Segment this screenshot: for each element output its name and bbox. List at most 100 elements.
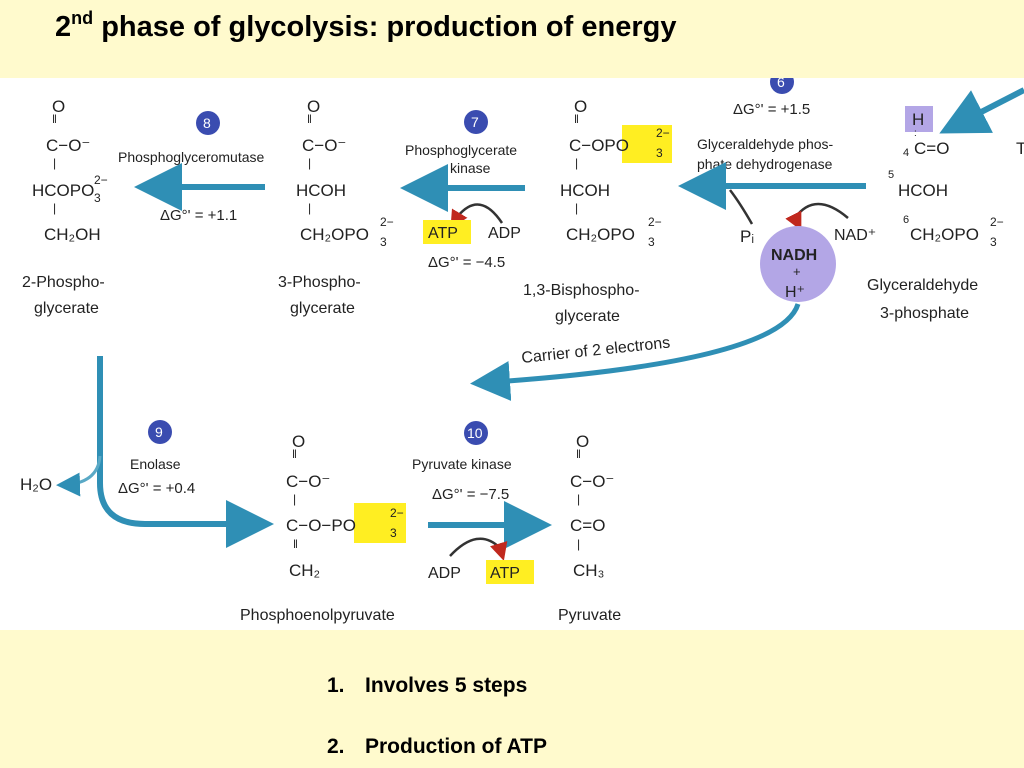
step-6: 6 ΔG°' = +1.5 Glyceraldehyde phos- phate… bbox=[678, 78, 876, 302]
step-8: 8 Phosphoglyceromutase ΔG°' = +1.1 bbox=[118, 111, 265, 224]
svg-text:‖: ‖ bbox=[292, 447, 297, 461]
svg-text:C−O⁻: C−O⁻ bbox=[570, 472, 614, 491]
svg-text:Carrier of 2 electrons: Carrier of 2 electrons bbox=[521, 334, 671, 367]
bullet-item: 2.Production of ATP bbox=[327, 735, 547, 758]
step-8-badge bbox=[196, 111, 220, 135]
step-7: 7 Phosphoglycerate kinase ATP ADP ΔG°' =… bbox=[400, 110, 525, 271]
svg-text:2−: 2− bbox=[380, 215, 394, 229]
svg-text::: : bbox=[914, 128, 917, 139]
svg-text:C−O⁻: C−O⁻ bbox=[302, 136, 346, 155]
svg-text:|: | bbox=[575, 201, 578, 215]
svg-text:5: 5 bbox=[888, 169, 894, 181]
svg-text:CH₂OPO: CH₂OPO bbox=[566, 225, 635, 244]
svg-text:C=O: C=O bbox=[570, 516, 605, 535]
svg-text:7: 7 bbox=[471, 114, 479, 130]
svg-text:10: 10 bbox=[467, 425, 483, 441]
svg-text:O: O bbox=[576, 432, 589, 451]
svg-text:Glyceraldehyde: Glyceraldehyde bbox=[867, 277, 978, 294]
svg-text:6: 6 bbox=[903, 214, 909, 226]
svg-text:glycerate: glycerate bbox=[34, 300, 99, 317]
svg-text:3: 3 bbox=[990, 235, 997, 249]
svg-text:CH₂OH: CH₂OH bbox=[44, 225, 101, 244]
svg-text:ADP: ADP bbox=[488, 225, 521, 242]
svg-text:H: H bbox=[912, 110, 924, 129]
svg-text:O: O bbox=[574, 97, 587, 116]
svg-text:|: | bbox=[577, 537, 580, 551]
svg-text:Phosphoglycerate: Phosphoglycerate bbox=[405, 142, 517, 158]
svg-text:O: O bbox=[307, 97, 320, 116]
svg-text:NAD⁺: NAD⁺ bbox=[834, 227, 876, 244]
svg-text:CH₂: CH₂ bbox=[289, 561, 320, 580]
svg-text:2−: 2− bbox=[390, 506, 404, 520]
svg-text:|: | bbox=[53, 156, 56, 170]
svg-text:Phosphoglyceromutase: Phosphoglyceromutase bbox=[118, 149, 265, 165]
svg-text:C−OPO: C−OPO bbox=[569, 136, 629, 155]
svg-text:ΔG°' = −4.5: ΔG°' = −4.5 bbox=[428, 254, 505, 271]
step-6-badge bbox=[770, 78, 794, 94]
svg-text:O: O bbox=[52, 97, 65, 116]
svg-text:2−: 2− bbox=[648, 215, 662, 229]
svg-text:3: 3 bbox=[94, 191, 101, 205]
svg-text:CH₂OPO: CH₂OPO bbox=[300, 225, 369, 244]
svg-text:6: 6 bbox=[777, 78, 785, 90]
step-9: H₂O 9 Enolase ΔG°' = +0.4 bbox=[20, 356, 274, 548]
svg-text:2-Phospho-: 2-Phospho- bbox=[22, 274, 105, 291]
svg-text:T: T bbox=[1016, 139, 1024, 158]
svg-text:ADP: ADP bbox=[428, 565, 461, 582]
svg-text:3-phosphate: 3-phosphate bbox=[880, 305, 969, 322]
step-10-badge bbox=[464, 421, 488, 445]
svg-text:HCOH: HCOH bbox=[898, 181, 948, 200]
step-7-badge bbox=[464, 110, 488, 134]
svg-text:C−O⁻: C−O⁻ bbox=[286, 472, 330, 491]
svg-text:Enolase: Enolase bbox=[130, 456, 181, 472]
svg-text:‖: ‖ bbox=[307, 112, 312, 126]
svg-text:phate dehydrogenase: phate dehydrogenase bbox=[697, 156, 833, 172]
svg-text:2−: 2− bbox=[94, 173, 108, 187]
svg-text:‖: ‖ bbox=[52, 112, 57, 126]
compound-2-phosphoglycerate: O ‖ C−O⁻ | HCOPO 3 2− | CH₂OH 2-Phospho-… bbox=[22, 97, 108, 317]
compound-phosphoenolpyruvate: O ‖ C−O⁻ | C−O−PO 3 2− ‖ CH₂ Phosphoenol… bbox=[240, 432, 406, 624]
svg-text:ATP: ATP bbox=[428, 225, 458, 242]
step-9-arrow bbox=[97, 356, 274, 548]
svg-text:Pyruvate kinase: Pyruvate kinase bbox=[412, 456, 512, 472]
svg-text:C−O⁻: C−O⁻ bbox=[46, 136, 90, 155]
svg-text:Phosphoenolpyruvate: Phosphoenolpyruvate bbox=[240, 607, 395, 624]
svg-text:ΔG°' = +1.1: ΔG°' = +1.1 bbox=[160, 207, 237, 224]
svg-text:CH₃: CH₃ bbox=[573, 561, 604, 580]
svg-text:C=O: C=O bbox=[914, 139, 949, 158]
bullet-item: 1.Involves 5 steps bbox=[327, 674, 528, 697]
svg-text:Pyruvate: Pyruvate bbox=[558, 607, 621, 624]
incoming-arrow bbox=[939, 87, 1024, 134]
svg-text:‖: ‖ bbox=[574, 112, 579, 126]
svg-text:‖: ‖ bbox=[293, 537, 298, 551]
svg-text:ΔG°' = −7.5: ΔG°' = −7.5 bbox=[432, 486, 509, 503]
svg-text:H⁺: H⁺ bbox=[785, 284, 805, 301]
svg-text:|: | bbox=[575, 156, 578, 170]
svg-text:2−: 2− bbox=[656, 126, 670, 140]
svg-text:Pᵢ: Pᵢ bbox=[740, 227, 754, 246]
svg-text:8: 8 bbox=[203, 115, 211, 131]
svg-text:+: + bbox=[793, 264, 801, 279]
svg-text:|: | bbox=[53, 201, 56, 215]
svg-text:O: O bbox=[292, 432, 305, 451]
step-9-badge bbox=[148, 420, 172, 444]
svg-text:2−: 2− bbox=[990, 215, 1004, 229]
svg-text:9: 9 bbox=[155, 424, 163, 440]
svg-text:glycerate: glycerate bbox=[555, 308, 620, 325]
svg-text:HCOPO: HCOPO bbox=[32, 181, 94, 200]
svg-text:NADH: NADH bbox=[771, 247, 817, 264]
svg-text:1,3-Bisphospho-: 1,3-Bisphospho- bbox=[523, 282, 640, 299]
carrier-of-electrons: Carrier of 2 electrons bbox=[470, 303, 801, 401]
svg-text:3: 3 bbox=[390, 526, 397, 540]
svg-text:H₂O: H₂O bbox=[20, 475, 52, 494]
svg-text:|: | bbox=[577, 492, 580, 506]
svg-text:3: 3 bbox=[656, 146, 663, 160]
svg-text:Glyceraldehyde phos-: Glyceraldehyde phos- bbox=[697, 136, 834, 152]
svg-text:glycerate: glycerate bbox=[290, 300, 355, 317]
svg-text:‖: ‖ bbox=[576, 447, 581, 461]
svg-text:3: 3 bbox=[380, 235, 387, 249]
svg-text:HCOH: HCOH bbox=[296, 181, 346, 200]
svg-text:|: | bbox=[293, 492, 296, 506]
svg-text:|: | bbox=[308, 201, 311, 215]
svg-text:ATP: ATP bbox=[490, 565, 520, 582]
